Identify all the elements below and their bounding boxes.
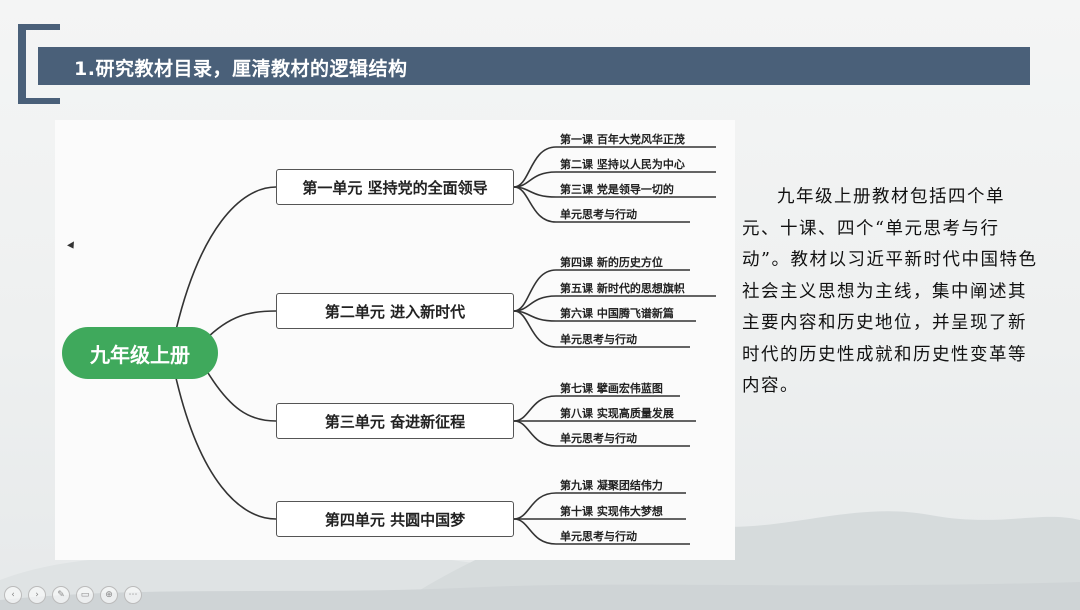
lesson-item: 第五课 新时代的思想旗帜 — [560, 282, 685, 295]
lesson-item: 第三课 党是领导一切的 — [560, 183, 674, 196]
mindmap-root-node: 九年级上册 — [62, 327, 218, 379]
lesson-item: 第六课 中国腾飞谱新篇 — [560, 307, 674, 320]
prev-icon[interactable]: ‹ — [4, 586, 22, 604]
title-bracket-decoration — [18, 24, 60, 104]
unit-node-1: 第一单元 坚持党的全面领导 — [276, 169, 514, 205]
unit-node-4: 第四单元 共圆中国梦 — [276, 501, 514, 537]
more-icon[interactable]: ⋯ — [124, 586, 142, 604]
description-text: 九年级上册教材包括四个单元、十课、四个“单元思考与行动”。教材以习近平新时代中国… — [742, 187, 1038, 396]
presentation-toolbar: ‹ › ✎ ▭ ⊕ ⋯ — [4, 586, 142, 604]
pen-icon[interactable]: ✎ — [52, 586, 70, 604]
lesson-item: 第八课 实现高质量发展 — [560, 407, 674, 420]
lesson-item: 第十课 实现伟大梦想 — [560, 505, 663, 518]
lesson-item: 第九课 凝聚团结伟力 — [560, 479, 663, 492]
title-bar — [38, 47, 1030, 85]
lesson-item: 单元思考与行动 — [560, 333, 637, 346]
page-icon[interactable]: ▭ — [76, 586, 94, 604]
lesson-item: 第四课 新的历史方位 — [560, 256, 663, 269]
unit-node-2: 第二单元 进入新时代 — [276, 293, 514, 329]
slide-title: 1.研究教材目录，厘清教材的逻辑结构 — [74, 58, 408, 80]
zoom-icon[interactable]: ⊕ — [100, 586, 118, 604]
lesson-item: 单元思考与行动 — [560, 530, 637, 543]
next-icon[interactable]: › — [28, 586, 46, 604]
lesson-item: 第二课 坚持以人民为中心 — [560, 158, 685, 171]
lesson-item: 第一课 百年大党风华正茂 — [560, 133, 685, 146]
unit-node-3: 第三单元 奋进新征程 — [276, 403, 514, 439]
lesson-item: 第七课 擘画宏伟蓝图 — [560, 382, 663, 395]
lesson-item: 单元思考与行动 — [560, 208, 637, 221]
lesson-item: 单元思考与行动 — [560, 432, 637, 445]
